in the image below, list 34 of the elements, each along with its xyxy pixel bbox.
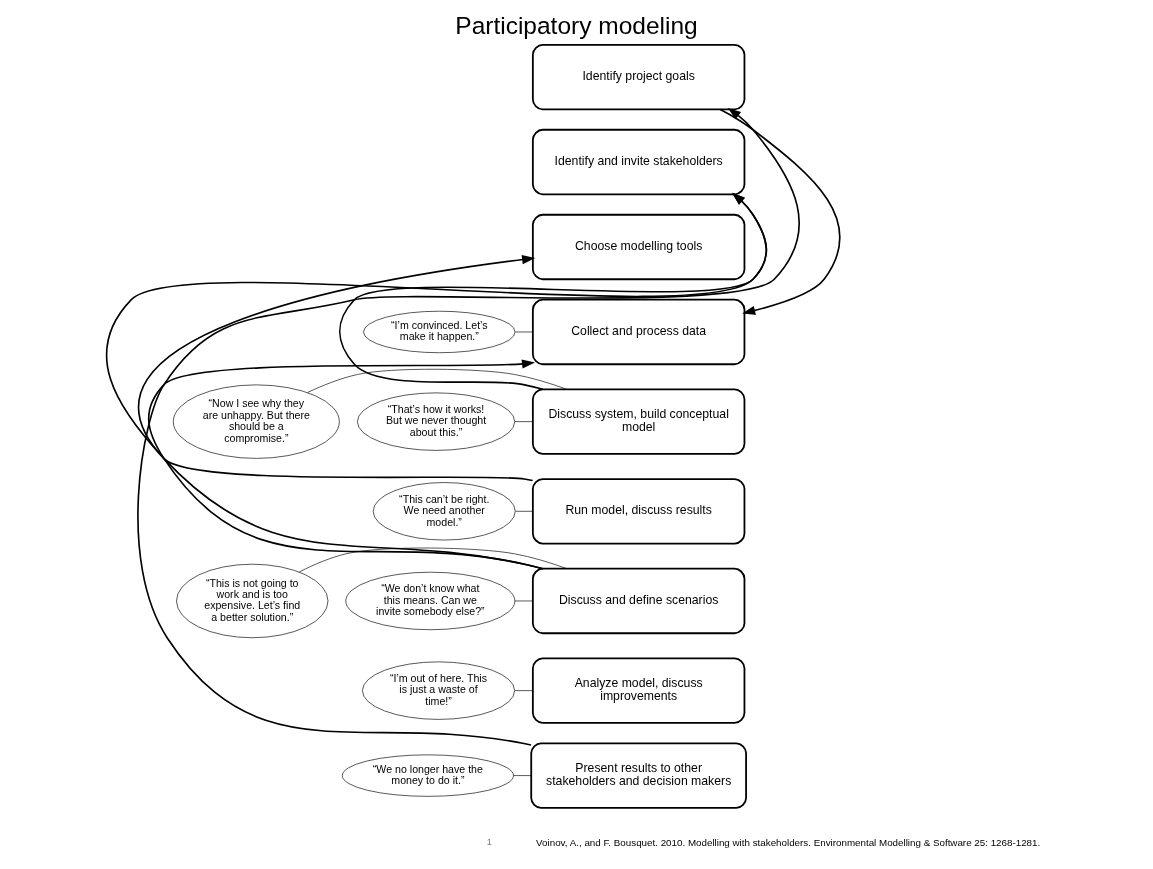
node-ellipse: “This is not going to work and is too expensive. Let’s find a better solution.”: [176, 563, 329, 639]
caption: Voinov, A., and F. Bousquet. 2010. Modelling with stakeholders. Environmental Modelling & Software 25: 1268-1281.: [536, 836, 1041, 848]
connector: [514, 331, 534, 333]
node-ellipse: “I’m convinced. Let’s make it happen.”: [363, 310, 516, 354]
node-box: Present results to other stakeholders and decision makers: [530, 742, 747, 809]
node-box: Discuss system, build conceptual model: [531, 388, 746, 455]
node-box: Identify and invite stakeholders: [531, 128, 746, 196]
arrow: [137, 108, 800, 746]
node-ellipse: “I’m out of here. This is just a waste of time!”: [362, 661, 515, 720]
connector: [513, 775, 532, 776]
arrow: [137, 255, 536, 482]
node-ellipse: “We don’t know what this means. Can we invite somebody else?”: [345, 571, 516, 631]
connector: [307, 368, 568, 393]
node-ellipse: “Now I see why they are unhappy. But there should be a compromise.”: [172, 384, 340, 459]
node-box: Choose modelling tools: [531, 213, 746, 281]
arrow: [339, 192, 768, 391]
node-ellipse: “This can’t be right. We need another model.”: [372, 482, 516, 541]
arrow: [105, 192, 768, 570]
connector: [514, 600, 534, 602]
node-box: Run model, discuss results: [531, 478, 746, 545]
connector: [299, 547, 568, 573]
node-box: Discuss and define scenarios: [531, 567, 746, 635]
connector: [515, 510, 533, 512]
node-ellipse: “We no longer have the money to do it.”: [341, 754, 514, 797]
node-box: Collect and process data: [531, 298, 746, 366]
diagram-title: Participatory modeling: [455, 12, 698, 40]
arrow: [147, 359, 544, 570]
connector: [514, 690, 534, 691]
node-ellipse: “That’s how it works! But we never thought about this.”: [357, 392, 516, 451]
label: 1: [486, 837, 492, 848]
connector: [514, 421, 534, 422]
node-box: Analyze model, discuss improvements: [531, 657, 746, 724]
node-box: Identify project goals: [531, 43, 746, 111]
arrow: [719, 108, 841, 315]
